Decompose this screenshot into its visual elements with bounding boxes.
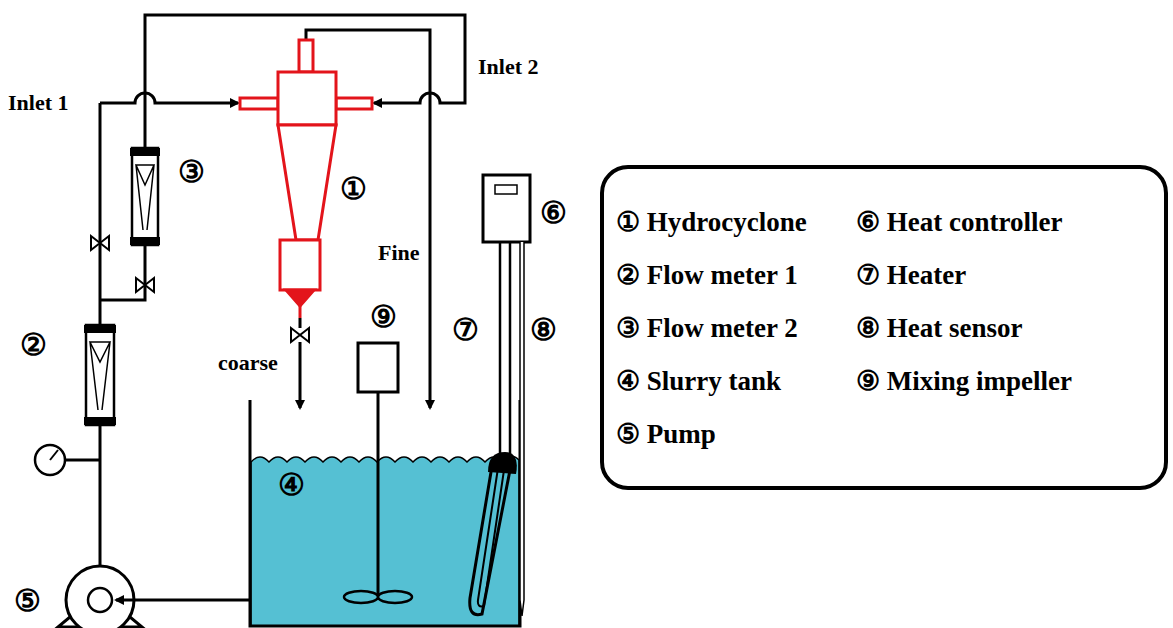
callout-number: ⑦	[452, 313, 479, 348]
underflow-pipe	[299, 318, 302, 408]
legend-entry: ⑦ Heater	[856, 260, 966, 291]
riser-pipe	[99, 103, 102, 325]
inlet-1-pipe	[100, 93, 238, 103]
callout-number: ⑨	[370, 300, 397, 335]
inlet-label: Inlet 2	[478, 54, 539, 79]
legend-entry: ⑤ Pump	[616, 419, 716, 450]
mixing-impeller	[344, 343, 412, 603]
legend-box: ① Hydrocyclone ② Flow meter 1 ③ Flow meter…	[600, 165, 1168, 490]
pump-pipe	[99, 425, 102, 566]
valve-symbol	[91, 236, 309, 342]
callout-number: ⑧	[530, 313, 557, 348]
pump	[58, 566, 142, 628]
legend-entry: ② Flow meter 1	[616, 260, 798, 291]
flow-meter-1	[84, 325, 116, 425]
callout-number: ⑥	[540, 196, 567, 231]
pressure-gauge	[35, 445, 100, 475]
callout-number: ①	[340, 172, 367, 207]
slurry-tank	[250, 400, 520, 626]
legend-entry: ① Hydrocyclone	[616, 207, 807, 238]
stream-label: Fine	[378, 240, 420, 265]
legend-entry: ⑥ Heat controller	[856, 207, 1062, 238]
hydrocyclone	[240, 40, 372, 318]
slurry-water	[251, 456, 519, 626]
suction-pipe	[116, 599, 250, 602]
callout-number: ②	[20, 328, 47, 363]
flow-meter-2	[130, 148, 160, 245]
inlet-label: Inlet 1	[8, 90, 69, 115]
legend-entry: ⑧ Heat sensor	[856, 313, 1022, 344]
legend-entry: ③ Flow meter 2	[616, 313, 798, 344]
callout-number: ⑤	[14, 584, 41, 619]
legend-entry: ④ Slurry tank	[616, 366, 781, 397]
heater-assembly	[470, 175, 530, 616]
callout-number: ④	[278, 468, 305, 503]
callout-number: ③	[178, 155, 205, 190]
bypass-pipe	[100, 245, 145, 300]
legend-entry: ⑨ Mixing impeller	[856, 366, 1072, 397]
stream-label: coarse	[218, 350, 278, 375]
